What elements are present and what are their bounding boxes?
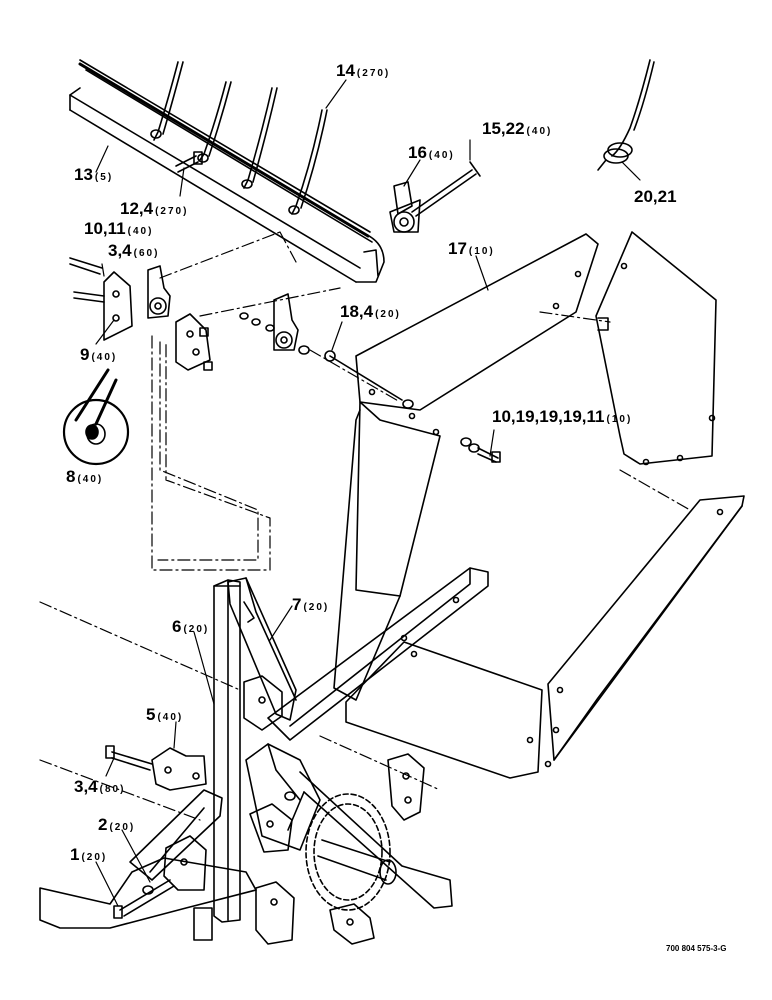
bearing-bracket-3 bbox=[147, 265, 171, 319]
frame-center-hub bbox=[245, 743, 321, 851]
spring-tines bbox=[150, 61, 328, 215]
callout-7: 7(20) bbox=[292, 595, 330, 614]
callout-13: 13(5) bbox=[74, 165, 114, 184]
callout-8: 8(40) bbox=[66, 467, 104, 486]
leader-lines bbox=[95, 79, 641, 907]
callout-10-19-11: 10,19,19,19,11(10) bbox=[492, 407, 633, 426]
callout-15-22: 15,22(40) bbox=[482, 119, 553, 138]
callout-9: 9(40) bbox=[80, 345, 118, 364]
callout-2: 2(20) bbox=[98, 815, 136, 834]
mount-bracket-5 bbox=[105, 745, 207, 791]
shield-panel-lower bbox=[345, 641, 543, 779]
reel-tine-bar bbox=[69, 59, 385, 283]
mount-bracket-right bbox=[163, 675, 425, 945]
bushing-8-detail bbox=[62, 398, 130, 466]
callout-6: 6(20) bbox=[172, 617, 210, 636]
shield-panel-17 bbox=[355, 233, 599, 597]
callout-3-4-lower: 3,4(80) bbox=[74, 777, 126, 796]
assembly-centerlines bbox=[39, 231, 691, 821]
callout-16: 16(40) bbox=[408, 143, 455, 162]
bolts-10-11 bbox=[69, 257, 213, 371]
shield-panel-upper-right bbox=[595, 231, 717, 466]
callout-3-4-upper: 3,4(60) bbox=[108, 241, 160, 260]
bracket-plate-9 bbox=[103, 271, 133, 341]
drive-sprocket bbox=[305, 793, 391, 911]
callout-5: 5(40) bbox=[146, 705, 184, 724]
bracket-plate-right bbox=[175, 313, 211, 371]
drive-shaft bbox=[317, 839, 397, 885]
bolt-15 bbox=[411, 161, 481, 217]
main-shield-panel bbox=[333, 409, 745, 768]
spring-clip-20 bbox=[597, 59, 655, 171]
callout-14: 14(270) bbox=[336, 61, 391, 80]
callout-1: 1(20) bbox=[70, 845, 108, 864]
callout-17: 17(10) bbox=[448, 239, 495, 258]
bearing-bracket-18 bbox=[239, 293, 403, 401]
frame-cross-arm bbox=[267, 567, 489, 741]
bolt-12 bbox=[175, 151, 203, 173]
bolt-stack-10-19 bbox=[402, 399, 501, 463]
drawing-code: 700 804 575-3-G bbox=[666, 944, 727, 953]
bolts-1-2 bbox=[113, 791, 296, 919]
frame-post-6 bbox=[213, 579, 241, 923]
callout-12-4: 12,4(270) bbox=[120, 199, 189, 218]
bearing-bracket-16 bbox=[389, 181, 421, 233]
frame-brace-7 bbox=[227, 577, 297, 721]
callout-18-4: 18,4(20) bbox=[340, 302, 401, 321]
callout-20-21: 20,21 bbox=[634, 187, 677, 206]
callout-10-11: 10,11(40) bbox=[84, 219, 154, 238]
